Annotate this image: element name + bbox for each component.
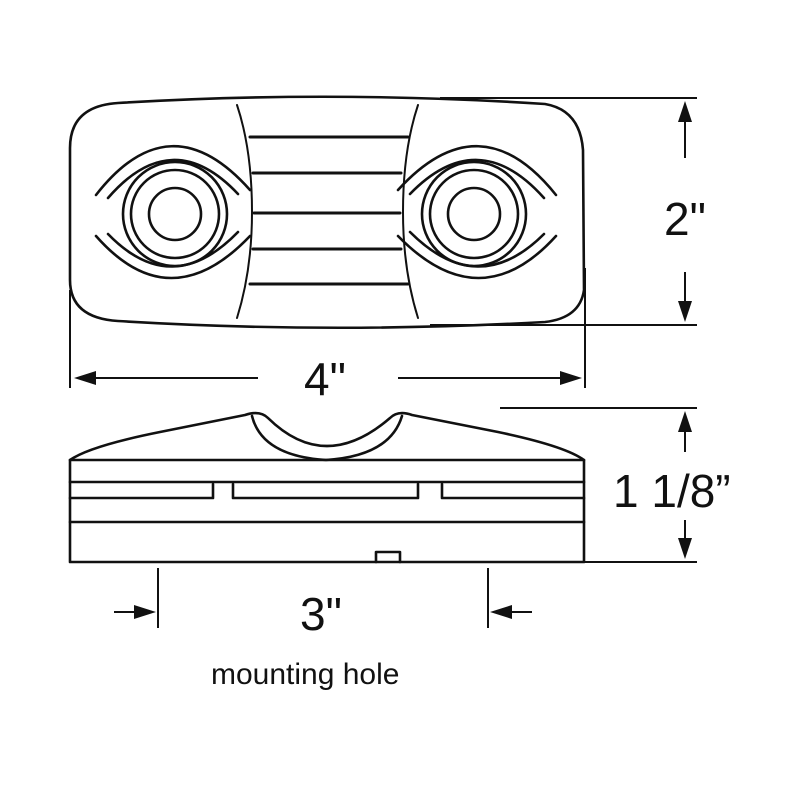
lens-right-outer-ring <box>420 160 528 268</box>
lens-right-hub <box>446 186 502 242</box>
lens-left-brow-upper <box>94 144 252 197</box>
side-view-dome <box>68 411 586 462</box>
arrowhead-down <box>678 538 692 559</box>
lens-left-brow-upper-inner <box>106 158 240 200</box>
height-dimension <box>430 97 697 326</box>
lens-right-brow-lower-inner <box>408 230 546 268</box>
top-view-outline <box>68 95 586 330</box>
lens-left-brow-lower-inner <box>106 230 240 268</box>
arrowhead-left <box>74 371 96 385</box>
lens-right-brow-upper <box>396 144 558 197</box>
width-dimension <box>69 268 586 388</box>
side-view-segment <box>440 482 586 500</box>
arrowhead-left <box>490 605 512 619</box>
lens-right-inner-ring <box>428 168 520 260</box>
lens-left-brow-lower <box>94 234 252 280</box>
side-view-notch <box>374 550 402 564</box>
arrowhead-right <box>134 605 156 619</box>
lens-left-inner-ring <box>129 168 221 260</box>
side-view-segment <box>231 482 420 500</box>
top-view <box>68 95 586 330</box>
side-view-body <box>68 458 586 564</box>
arrowhead-right <box>560 371 582 385</box>
lens-right-brow-upper-inner <box>408 158 546 200</box>
height-label: 2" <box>664 193 706 245</box>
depth-label: 1 1/8” <box>613 465 731 517</box>
arrowhead-down <box>678 301 692 322</box>
depth-dimension <box>500 407 697 563</box>
lens-left-outer-ring <box>121 160 229 268</box>
arrowhead-up <box>678 411 692 432</box>
lens-left <box>94 144 252 280</box>
side-view-segment <box>68 482 215 500</box>
louver-boundary-right <box>401 104 419 319</box>
width-label: 4" <box>304 353 346 405</box>
arrowhead-up <box>678 101 692 122</box>
mounting-dimension <box>114 568 532 628</box>
louver-boundary-left <box>236 104 254 319</box>
lens-right <box>396 144 558 280</box>
side-view <box>68 411 586 564</box>
lens-left-hub <box>147 186 203 242</box>
mounting-dimension-label: 3" <box>300 588 342 640</box>
lens-right-brow-lower <box>396 234 558 280</box>
mounting-caption: mounting hole <box>211 658 400 691</box>
